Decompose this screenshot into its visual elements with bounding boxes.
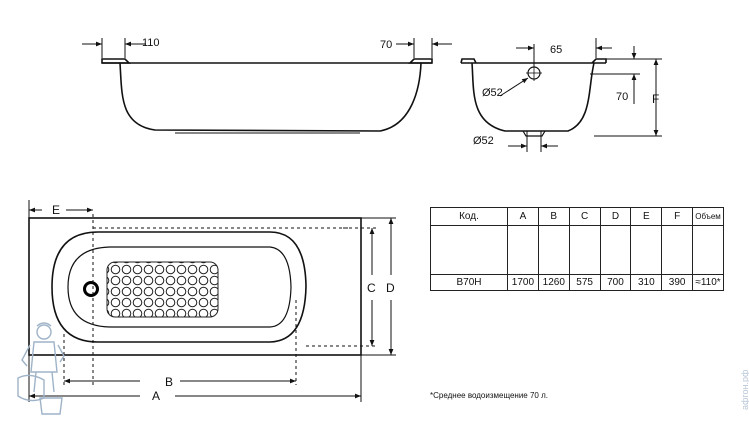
spec-cell-e: 310 [630, 274, 663, 291]
plumber-logo [17, 322, 65, 415]
dim-label-b: B [165, 375, 173, 389]
dim-label-d: D [386, 281, 395, 295]
spec-header-code: Код. [430, 207, 508, 226]
spec-cell-d: 700 [599, 274, 632, 291]
dim-label-a: A [152, 389, 160, 403]
spec-cell-b: 1260 [537, 274, 570, 291]
spec-table-row-b70h: B70H 1700 1260 575 700 310 390 ≈110* [430, 274, 724, 291]
spec-header-a: A [507, 207, 539, 226]
dim-label-c: C [367, 281, 376, 295]
spec-cell-c: 575 [568, 274, 601, 291]
footnote: *Среднее водоизмещение 70 л. [430, 391, 548, 400]
spec-header-f: F [661, 207, 694, 226]
spec-header-b: B [537, 207, 570, 226]
spec-table-empty-row [430, 225, 724, 275]
dim-label-f: F [652, 92, 659, 106]
dim-label-70-side: 70 [616, 91, 628, 103]
side-view-cross [460, 38, 662, 152]
spec-cell-code: B70H [430, 274, 508, 291]
drain-hole [83, 281, 99, 297]
spec-cell-f: 390 [661, 274, 694, 291]
dim-label-e: E [52, 203, 60, 217]
spec-header-e: E [630, 207, 663, 226]
anti-slip-mat [106, 261, 219, 318]
side-view-long [82, 38, 452, 134]
spec-cell-volume: ≈110* [692, 274, 724, 291]
spec-table-header-row: Код. A B C D E F Объем [430, 207, 724, 226]
dim-label-110: 110 [142, 37, 160, 49]
top-view-plan [28, 200, 396, 402]
spec-header-c: C [568, 207, 601, 226]
spec-header-volume: Объем [692, 207, 724, 226]
dim-label-70-top: 70 [380, 39, 392, 51]
dim-label-hole-overflow: Ø52 [482, 87, 503, 99]
spec-header-d: D [599, 207, 632, 226]
dim-label-hole-drain: Ø52 [473, 135, 494, 147]
watermark: афгон.рф [740, 369, 749, 410]
spec-table: Код. A B C D E F Объем B70H 1700 1260 57… [430, 207, 724, 291]
dim-label-65: 65 [550, 44, 562, 56]
spec-cell-a: 1700 [507, 274, 539, 291]
